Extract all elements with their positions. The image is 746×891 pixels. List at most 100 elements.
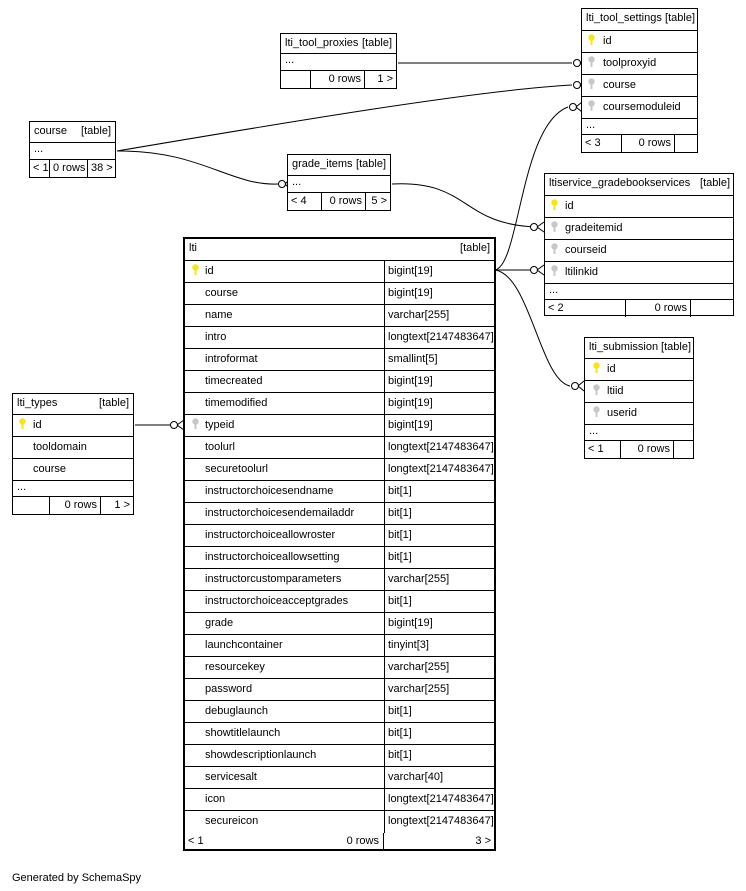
column-name: id bbox=[205, 265, 214, 277]
footer-parents bbox=[281, 71, 311, 88]
ellipsis: ... bbox=[549, 284, 559, 296]
column-type: bigint[19] bbox=[384, 261, 433, 282]
column-row: ltilinkid bbox=[545, 262, 733, 284]
table-grade-items[interactable]: grade_items [table] ... < 4 0 rows 5 > bbox=[287, 154, 391, 211]
column-name: userid bbox=[607, 407, 637, 419]
primary-key-icon bbox=[192, 264, 199, 275]
table-footer: < 1 0 rows bbox=[585, 441, 693, 458]
crow-foot-marker bbox=[278, 180, 286, 188]
column-name: intro bbox=[205, 331, 227, 343]
table-name: lti_tool_settings bbox=[586, 12, 662, 24]
footer-rows: 0 rows bbox=[622, 135, 675, 152]
column-type: bigint[19] bbox=[384, 371, 433, 392]
column-row: id bbox=[545, 196, 733, 218]
column-name: timecreated bbox=[205, 375, 263, 387]
crow-foot-marker bbox=[530, 223, 538, 231]
ellipsis-row: ... bbox=[281, 54, 396, 71]
foreign-key-icon bbox=[593, 406, 600, 417]
table-type: [table] bbox=[661, 341, 691, 353]
ellipsis: ... bbox=[34, 143, 44, 155]
column-row: courseid bbox=[545, 240, 733, 262]
footer-children bbox=[674, 441, 693, 458]
table-lti-types[interactable]: lti_types [table] id tooldomain course .… bbox=[12, 393, 134, 515]
column-type: tinyint[3] bbox=[384, 635, 429, 656]
table-footer: < 1 0 rows 38 > bbox=[30, 160, 115, 177]
table-header: lti_types [table] bbox=[13, 394, 133, 415]
ellipsis: ... bbox=[17, 481, 27, 493]
column-name: instructorchoicesendemailaddr bbox=[205, 507, 355, 519]
table-name: ltiservice_gradebookservices bbox=[549, 177, 691, 189]
ellipsis-row: ... bbox=[30, 143, 115, 160]
table-type: [table] bbox=[700, 177, 730, 189]
column-name: instructorchoicesendname bbox=[205, 485, 334, 497]
column-name: instructorchoiceallowsetting bbox=[205, 551, 340, 563]
column-name: password bbox=[205, 683, 253, 695]
column-row: coursemoduleid bbox=[582, 97, 697, 119]
footer-children: 3 > bbox=[475, 835, 491, 847]
column-name: securetoolurl bbox=[205, 463, 268, 475]
generated-by-label: Generated by SchemaSpy bbox=[12, 872, 142, 884]
table-footer: 0 rows 1 > bbox=[13, 497, 133, 514]
column-row: timecreated bigint[19] bbox=[185, 371, 494, 393]
foreign-key-icon bbox=[593, 384, 600, 395]
footer-parents: < 1 bbox=[188, 835, 204, 847]
primary-key-icon bbox=[593, 362, 600, 373]
table-lti-tool-proxies[interactable]: lti_tool_proxies [table] ... 0 rows 1 > bbox=[280, 33, 397, 89]
column-type: bit[1] bbox=[384, 723, 412, 744]
column-name: course bbox=[205, 287, 239, 299]
column-name: instructorcustomparameters bbox=[205, 573, 342, 585]
ellipsis-row: ... bbox=[582, 119, 697, 135]
table-name: course bbox=[34, 125, 68, 137]
footer-children: 38 > bbox=[91, 162, 113, 174]
table-lti-tool-settings[interactable]: lti_tool_settings [table] id toolproxyid… bbox=[581, 8, 698, 153]
foreign-key-icon bbox=[588, 100, 595, 111]
footer-children: 1 > bbox=[377, 73, 393, 85]
table-ltiservice-gradebookservices[interactable]: ltiservice_gradebookservices [table] id … bbox=[544, 173, 734, 317]
table-footer: < 1 0 rows 3 > bbox=[185, 833, 494, 851]
column-name: introformat bbox=[205, 353, 258, 365]
table-course[interactable]: course [table] ... < 1 0 rows 38 > bbox=[29, 121, 116, 178]
table-name: grade_items bbox=[292, 158, 353, 170]
column-name: typeid bbox=[205, 419, 235, 431]
table-header: lti_tool_settings [table] bbox=[582, 9, 697, 31]
foreign-key-icon bbox=[588, 78, 595, 89]
footer-rows: 0 rows bbox=[50, 497, 101, 514]
table-header: grade_items [table] bbox=[288, 155, 390, 176]
column-name: ltilinkid bbox=[565, 266, 599, 278]
table-lti-submission[interactable]: lti_submission [table] id ltiid userid .… bbox=[584, 337, 694, 459]
footer-children: 1 > bbox=[114, 499, 130, 511]
table-type: [table] bbox=[356, 158, 386, 170]
column-type: smallint[5] bbox=[384, 349, 438, 370]
table-type: [table] bbox=[665, 12, 695, 24]
table-header: lti_tool_proxies [table] bbox=[281, 34, 396, 54]
footer-children bbox=[675, 135, 697, 152]
column-name: showdescriptionlaunch bbox=[205, 749, 317, 761]
foreign-key-icon bbox=[551, 243, 558, 254]
footer-parents bbox=[13, 497, 50, 514]
column-row: introformat smallint[5] bbox=[185, 349, 494, 371]
column-name: instructorchoiceallowroster bbox=[205, 529, 336, 541]
column-name: tooldomain bbox=[33, 441, 87, 453]
ellipsis-row: ... bbox=[545, 284, 733, 300]
footer-children bbox=[691, 300, 733, 317]
table-type: [table] bbox=[99, 397, 129, 409]
column-name: course bbox=[603, 79, 637, 91]
column-type: bigint[19] bbox=[384, 613, 433, 634]
edge-lti-settings bbox=[494, 106, 569, 271]
column-type: longtext[2147483647] bbox=[384, 811, 494, 833]
column-type: varchar[255] bbox=[384, 679, 449, 700]
crow-foot-marker bbox=[170, 421, 178, 429]
ellipsis-row: ... bbox=[288, 176, 390, 193]
column-name: gradeitemid bbox=[565, 222, 623, 234]
column-name: id bbox=[33, 419, 42, 431]
table-name: lti_types bbox=[17, 397, 58, 409]
